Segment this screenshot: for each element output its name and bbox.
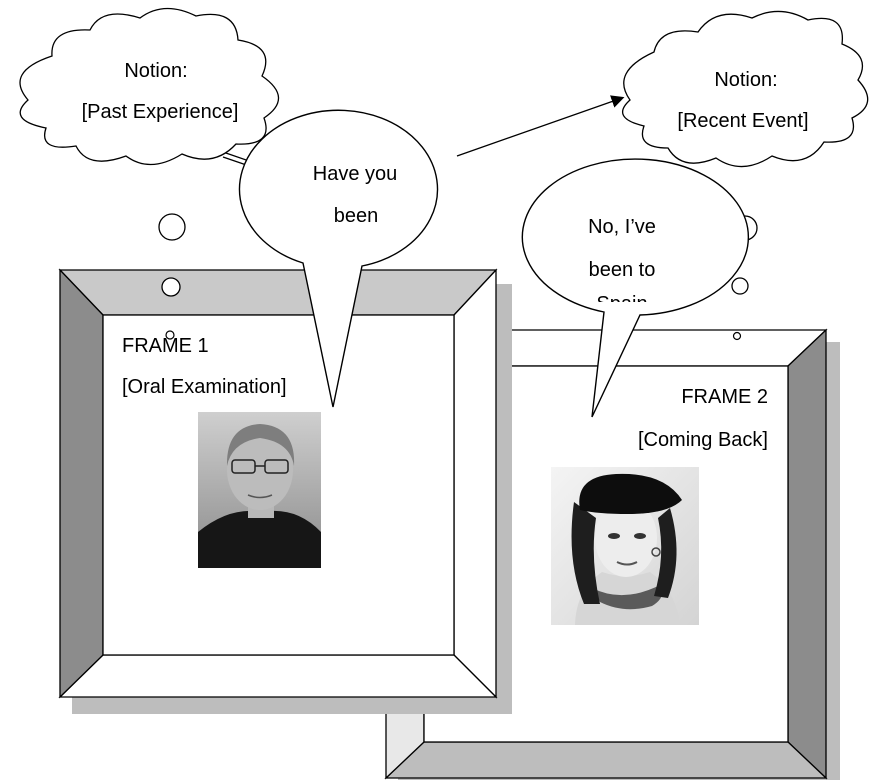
frame-1-bevel-top — [58, 269, 498, 316]
thought-right-line1: Notion: — [714, 69, 777, 91]
thought-circle-small-right — [732, 331, 742, 341]
frame-1-bevel-left — [59, 268, 104, 699]
frame-2-bevel-bottom — [384, 741, 828, 779]
speech-bubble-left: Have you been — [238, 109, 439, 408]
older-man-portrait — [198, 424, 321, 568]
speech-right-line3: Spain — [596, 293, 647, 315]
thought-left-line2: [Past Experience] — [82, 101, 239, 123]
thought-circle-medium-right — [731, 277, 749, 295]
thought-circle-small-left — [165, 330, 175, 340]
speech-right-line2: been to — [589, 259, 656, 281]
frame-2-subtitle: [Coming Back] — [638, 429, 768, 451]
speech-left-line2: been — [334, 205, 379, 227]
frame-1-subtitle: [Oral Examination] — [122, 376, 287, 398]
frame-2-bevel-right — [787, 328, 827, 780]
frame-1-bevel-bottom — [58, 654, 498, 698]
thought-right-line2: [Recent Event] — [677, 110, 808, 132]
speech-right-line1: No, I’ve — [588, 216, 656, 238]
thought-circle-large-left — [158, 213, 186, 241]
frame-1-bevel-right — [453, 268, 497, 699]
thought-cloud-right: Notion: [Recent Event] — [621, 10, 869, 168]
frame-1-photo — [198, 412, 321, 568]
frame-2-photo — [551, 467, 699, 625]
frame-1-title: FRAME 1 — [122, 335, 209, 357]
speech-left-line1: Have you — [313, 163, 398, 185]
frame-2-title: FRAME 2 — [681, 386, 768, 408]
thought-circle-medium-left — [161, 277, 181, 297]
thought-cloud-left: Notion: [Past Experience] — [19, 7, 280, 166]
connector-center-arrow — [456, 95, 625, 157]
speech-bubble-right: No, I’ve been to Spain — [521, 158, 750, 418]
thought-left-line1: Notion: — [124, 60, 187, 82]
young-woman-portrait — [571, 473, 682, 625]
